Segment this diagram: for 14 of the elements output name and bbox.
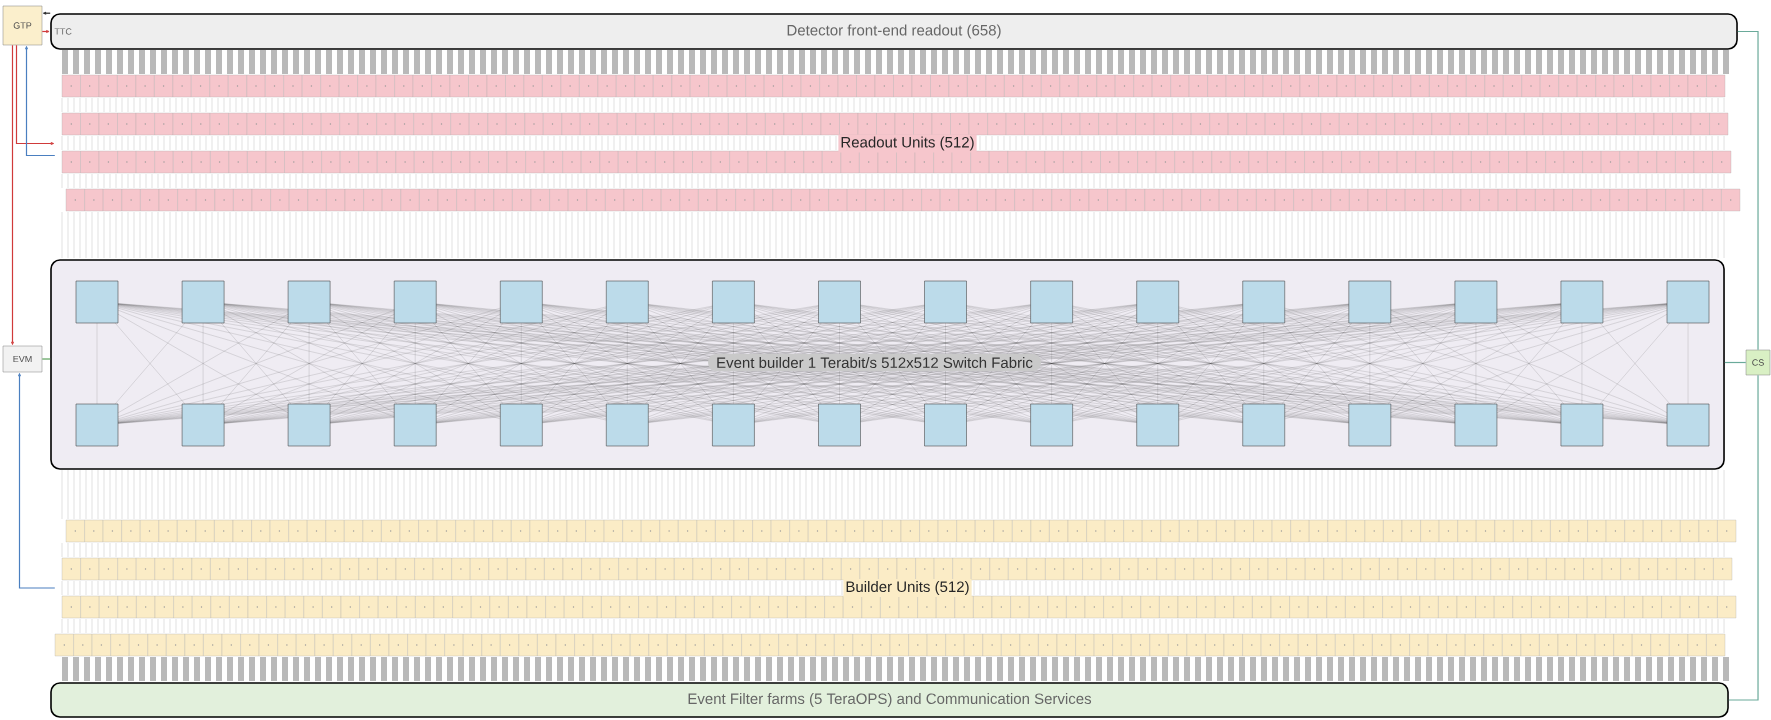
arrow bbox=[15, 44, 55, 145]
arrow bbox=[42, 11, 51, 15]
filter-farm-box: Event Filter farms (5 TeraOPS) and Communication Services bbox=[50, 682, 1729, 718]
builder-units-band: Builder Units (512) bbox=[54, 519, 1737, 657]
arrow bbox=[41, 30, 50, 33]
arrow bbox=[25, 45, 56, 157]
fabric-label: Event builder 1 Terabit/s 512x512 Switch Fabric bbox=[708, 354, 1041, 371]
readout-units-band: Readout Units (512) bbox=[61, 74, 1741, 212]
arrow bbox=[11, 44, 14, 346]
arrow bbox=[18, 372, 56, 589]
control-box: CS bbox=[1745, 349, 1771, 376]
control-box: EVM bbox=[2, 345, 43, 373]
control-box: GTP bbox=[2, 5, 43, 46]
edge-label: TTC bbox=[53, 27, 73, 36]
